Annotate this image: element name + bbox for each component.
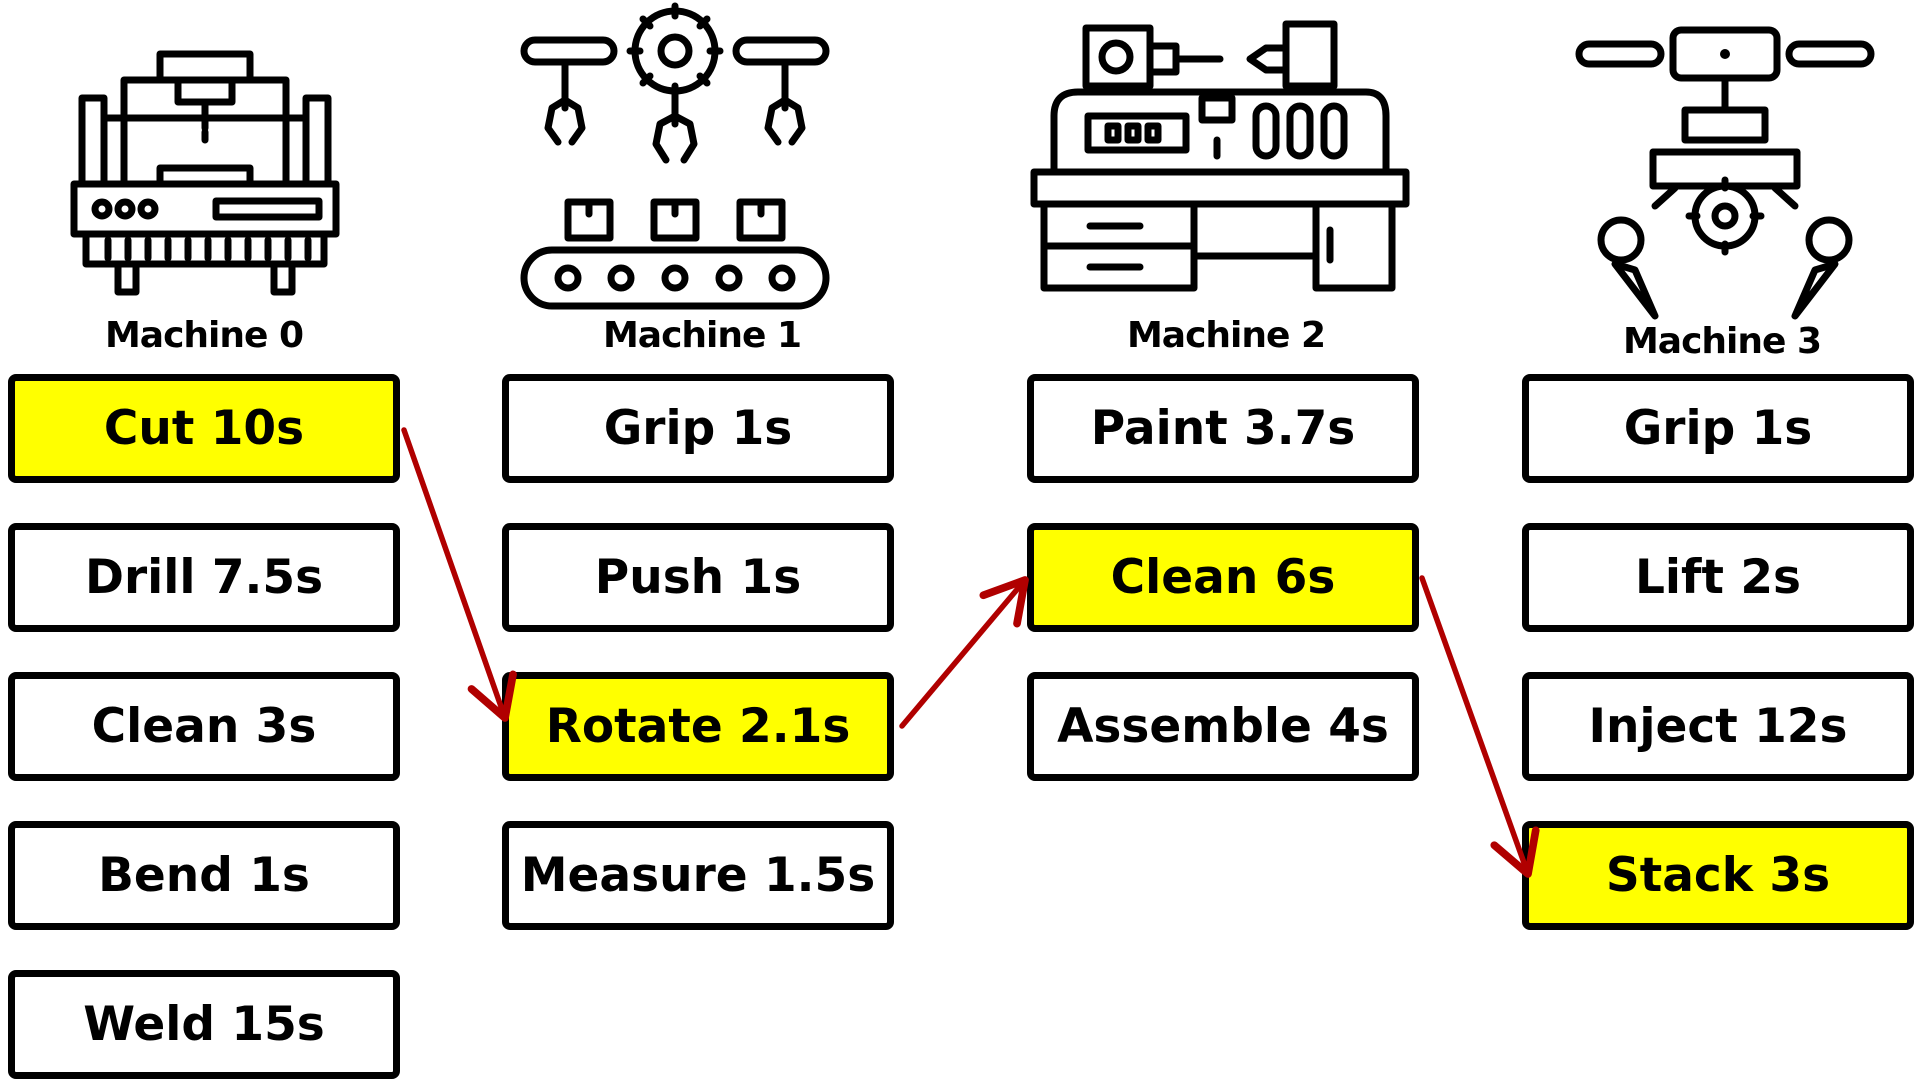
machine-label-0: Machine 0: [104, 315, 304, 356]
operation-box[interactable]: Measure 1.5s: [502, 821, 894, 930]
operation-box[interactable]: Clean 6s: [1027, 523, 1419, 632]
operation-box[interactable]: Drill 7.5s: [8, 523, 400, 632]
robotic-arm-icon: [1575, 26, 1875, 326]
operation-box[interactable]: Rotate 2.1s: [502, 672, 894, 781]
operation-box[interactable]: Grip 1s: [502, 374, 894, 483]
machine-label-1: Machine 1: [602, 315, 802, 356]
operation-box[interactable]: Lift 2s: [1522, 523, 1914, 632]
operation-box[interactable]: Clean 3s: [8, 672, 400, 781]
operation-box[interactable]: Cut 10s: [8, 374, 400, 483]
operation-box[interactable]: Weld 15s: [8, 970, 400, 1079]
machine-label-2: Machine 2: [1126, 315, 1326, 356]
path-arrow: [1419, 575, 1540, 878]
operation-box[interactable]: Paint 3.7s: [1027, 374, 1419, 483]
operation-box[interactable]: Inject 12s: [1522, 672, 1914, 781]
operation-box[interactable]: Stack 3s: [1522, 821, 1914, 930]
lathe-machine-icon: [1030, 20, 1410, 295]
machine-label-3: Machine 3: [1622, 321, 1822, 362]
cnc-machine-icon: [70, 50, 340, 300]
robotic-conveyor-icon: [520, 2, 830, 310]
operation-box[interactable]: Push 1s: [502, 523, 894, 632]
path-arrow: [899, 576, 1029, 729]
operation-box[interactable]: Bend 1s: [8, 821, 400, 930]
operation-box[interactable]: Grip 1s: [1522, 374, 1914, 483]
path-arrow: [401, 427, 517, 722]
operation-box[interactable]: Assemble 4s: [1027, 672, 1419, 781]
